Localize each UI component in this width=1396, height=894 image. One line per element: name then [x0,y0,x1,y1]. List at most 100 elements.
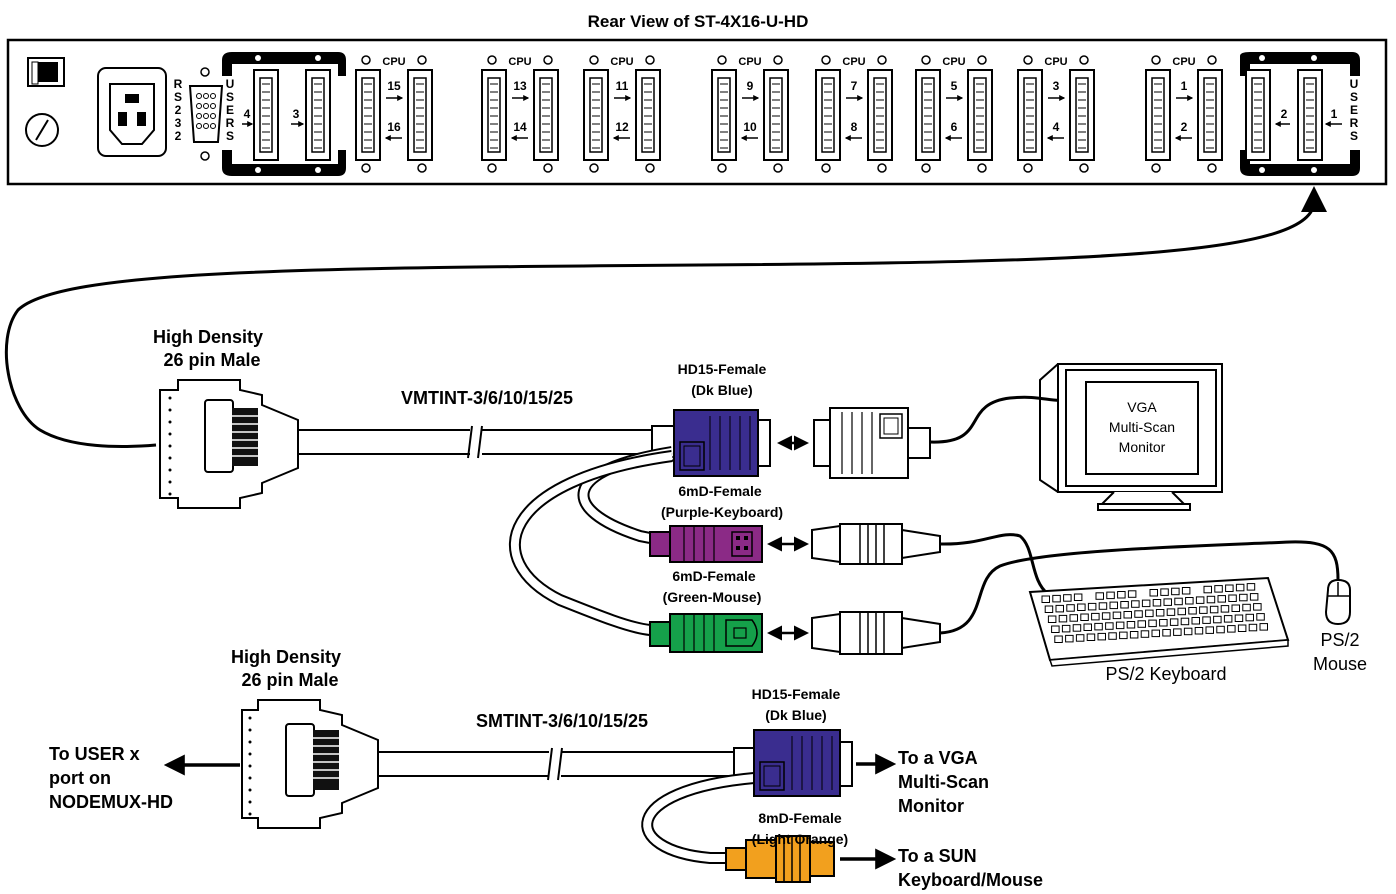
sun-label-line1: 8mD-Female [758,810,841,826]
to-user-line2: port on [49,768,111,788]
users-left-letter: S [226,90,234,104]
users-left-letter: U [226,77,235,91]
cpu-port-top-label: 13 [513,79,527,93]
to-sun-line1: To a SUN [898,846,977,866]
cpu-port-bottom-label: 14 [513,120,527,134]
vga-male-plug [813,407,931,479]
hd15-label-2-line1: HD15-Female [752,686,841,702]
cpu-port-group: CPU 9 10 [711,55,789,173]
left-users-bracket [222,52,346,176]
smtint-cable-label: SMTINT-3/6/10/15/25 [476,711,648,731]
smtint-cable-assembly: High Density 26 pin Male SMTINT-3/6/10/1… [49,647,1043,890]
cpu-port-group: CPU 1 2 [1145,55,1223,173]
user-port-arrow [1301,186,1327,212]
cpu-port-group: CPU 11 12 [583,55,661,173]
users-right-letter: U [1350,77,1359,91]
rs232-letter: R [174,77,183,91]
user-port-1-label: 1 [1331,107,1338,121]
cpu-port-bottom-label: 2 [1181,120,1188,134]
cpu-port-bottom-label: 4 [1053,120,1060,134]
ps2-mouse-label-line2: Mouse [1313,654,1367,674]
to-user-line3: NODEMUX-HD [49,792,173,812]
6md-female-keyboard-connector [649,525,763,563]
rs232-port-icon [188,67,224,161]
hd15-label-2-line2: (Dk Blue) [765,707,826,723]
rs232-letter: 2 [175,103,182,117]
to-vga-line2: Multi-Scan [898,772,989,792]
hd15-label-1-line2: (Dk Blue) [691,382,752,398]
cpu-label: CPU [1172,56,1195,68]
users-left-letter: E [226,103,234,117]
kbd-label-line1: 6mD-Female [678,483,761,499]
cpu-label: CPU [738,56,761,68]
power-switch-icon [27,57,65,87]
6md-female-mouse-connector [649,613,763,653]
ps2-keyboard-label: PS/2 Keyboard [1105,664,1226,684]
cpu-port-bottom-label: 12 [615,120,629,134]
hd26-label-2-line2: 26 pin Male [241,670,338,690]
ps2-mouse-icon [1324,578,1351,626]
ps2-mouse-label-line1: PS/2 [1320,630,1359,650]
hd26-label-1-line1: High Density [153,327,263,347]
cpu-port-bottom-label: 10 [743,120,757,134]
cpu-port-top-label: 15 [387,79,401,93]
power-inlet-icon [97,67,167,157]
hd15-label-1-line1: HD15-Female [678,361,767,377]
cpu-port-top-label: 5 [951,79,958,93]
panel-title: Rear View of ST-4X16-U-HD [588,12,809,31]
ps2-male-keyboard-plug [811,523,941,565]
user-port-2-label: 2 [1281,107,1288,121]
cpu-label: CPU [610,56,633,68]
hd26-male-connector-1 [159,379,299,509]
users-left-letter: R [226,116,235,130]
cpu-port-bottom-label: 16 [387,120,401,134]
fuse-icon [25,113,59,147]
vga-monitor-icon [1039,363,1223,511]
hd15-female-connector-1 [673,409,771,477]
rs232-letter: S [174,90,182,104]
hd26-label-2-line1: High Density [231,647,341,667]
monitor-label-line1: VGA [1127,399,1157,415]
to-user-line1: To USER x [49,744,140,764]
cpu-port-top-label: 11 [616,79,629,93]
sun-label-line2: (Light Orange) [752,831,848,847]
cpu-port-top-label: 7 [851,79,858,93]
monitor-label-line3: Monitor [1119,439,1166,455]
user-cable-return [4,199,1316,448]
user-port-4-label: 4 [244,107,251,121]
rs232-letter: 3 [175,116,182,130]
cpu-port-top-label: 3 [1053,79,1060,93]
vmtint-cable-label: VMTINT-3/6/10/15/25 [401,388,573,408]
users-right-letter: S [1350,129,1358,143]
rs232-letter: 2 [175,129,182,143]
cpu-label: CPU [842,56,865,68]
mouse-label-line2: (Green-Mouse) [663,589,762,605]
ps2-male-mouse-plug [811,611,941,655]
hd26-male-connector-2 [241,699,379,829]
to-vga-line3: Monitor [898,796,964,816]
user-port-3-label: 3 [293,107,300,121]
hd15-female-connector-2 [753,729,853,797]
cpu-label: CPU [942,56,965,68]
cpu-port-group: CPU 13 14 [481,55,559,173]
cpu-port-top-label: 9 [747,79,754,93]
users-right-letter: R [1350,116,1359,130]
users-left-letter: S [226,129,234,143]
cpu-port-top-label: 1 [1181,79,1188,93]
ps2-keyboard-icon [1028,576,1290,667]
kbd-label-line2: (Purple-Keyboard) [661,504,783,520]
mouse-label-line1: 6mD-Female [672,568,755,584]
cpu-label: CPU [508,56,531,68]
users-right-letter: E [1350,103,1358,117]
vmtint-cable-assembly: VGA Multi-Scan Monitor [153,327,1367,684]
users-right-letter: S [1350,90,1358,104]
8md-female-sun-connector [725,835,835,883]
